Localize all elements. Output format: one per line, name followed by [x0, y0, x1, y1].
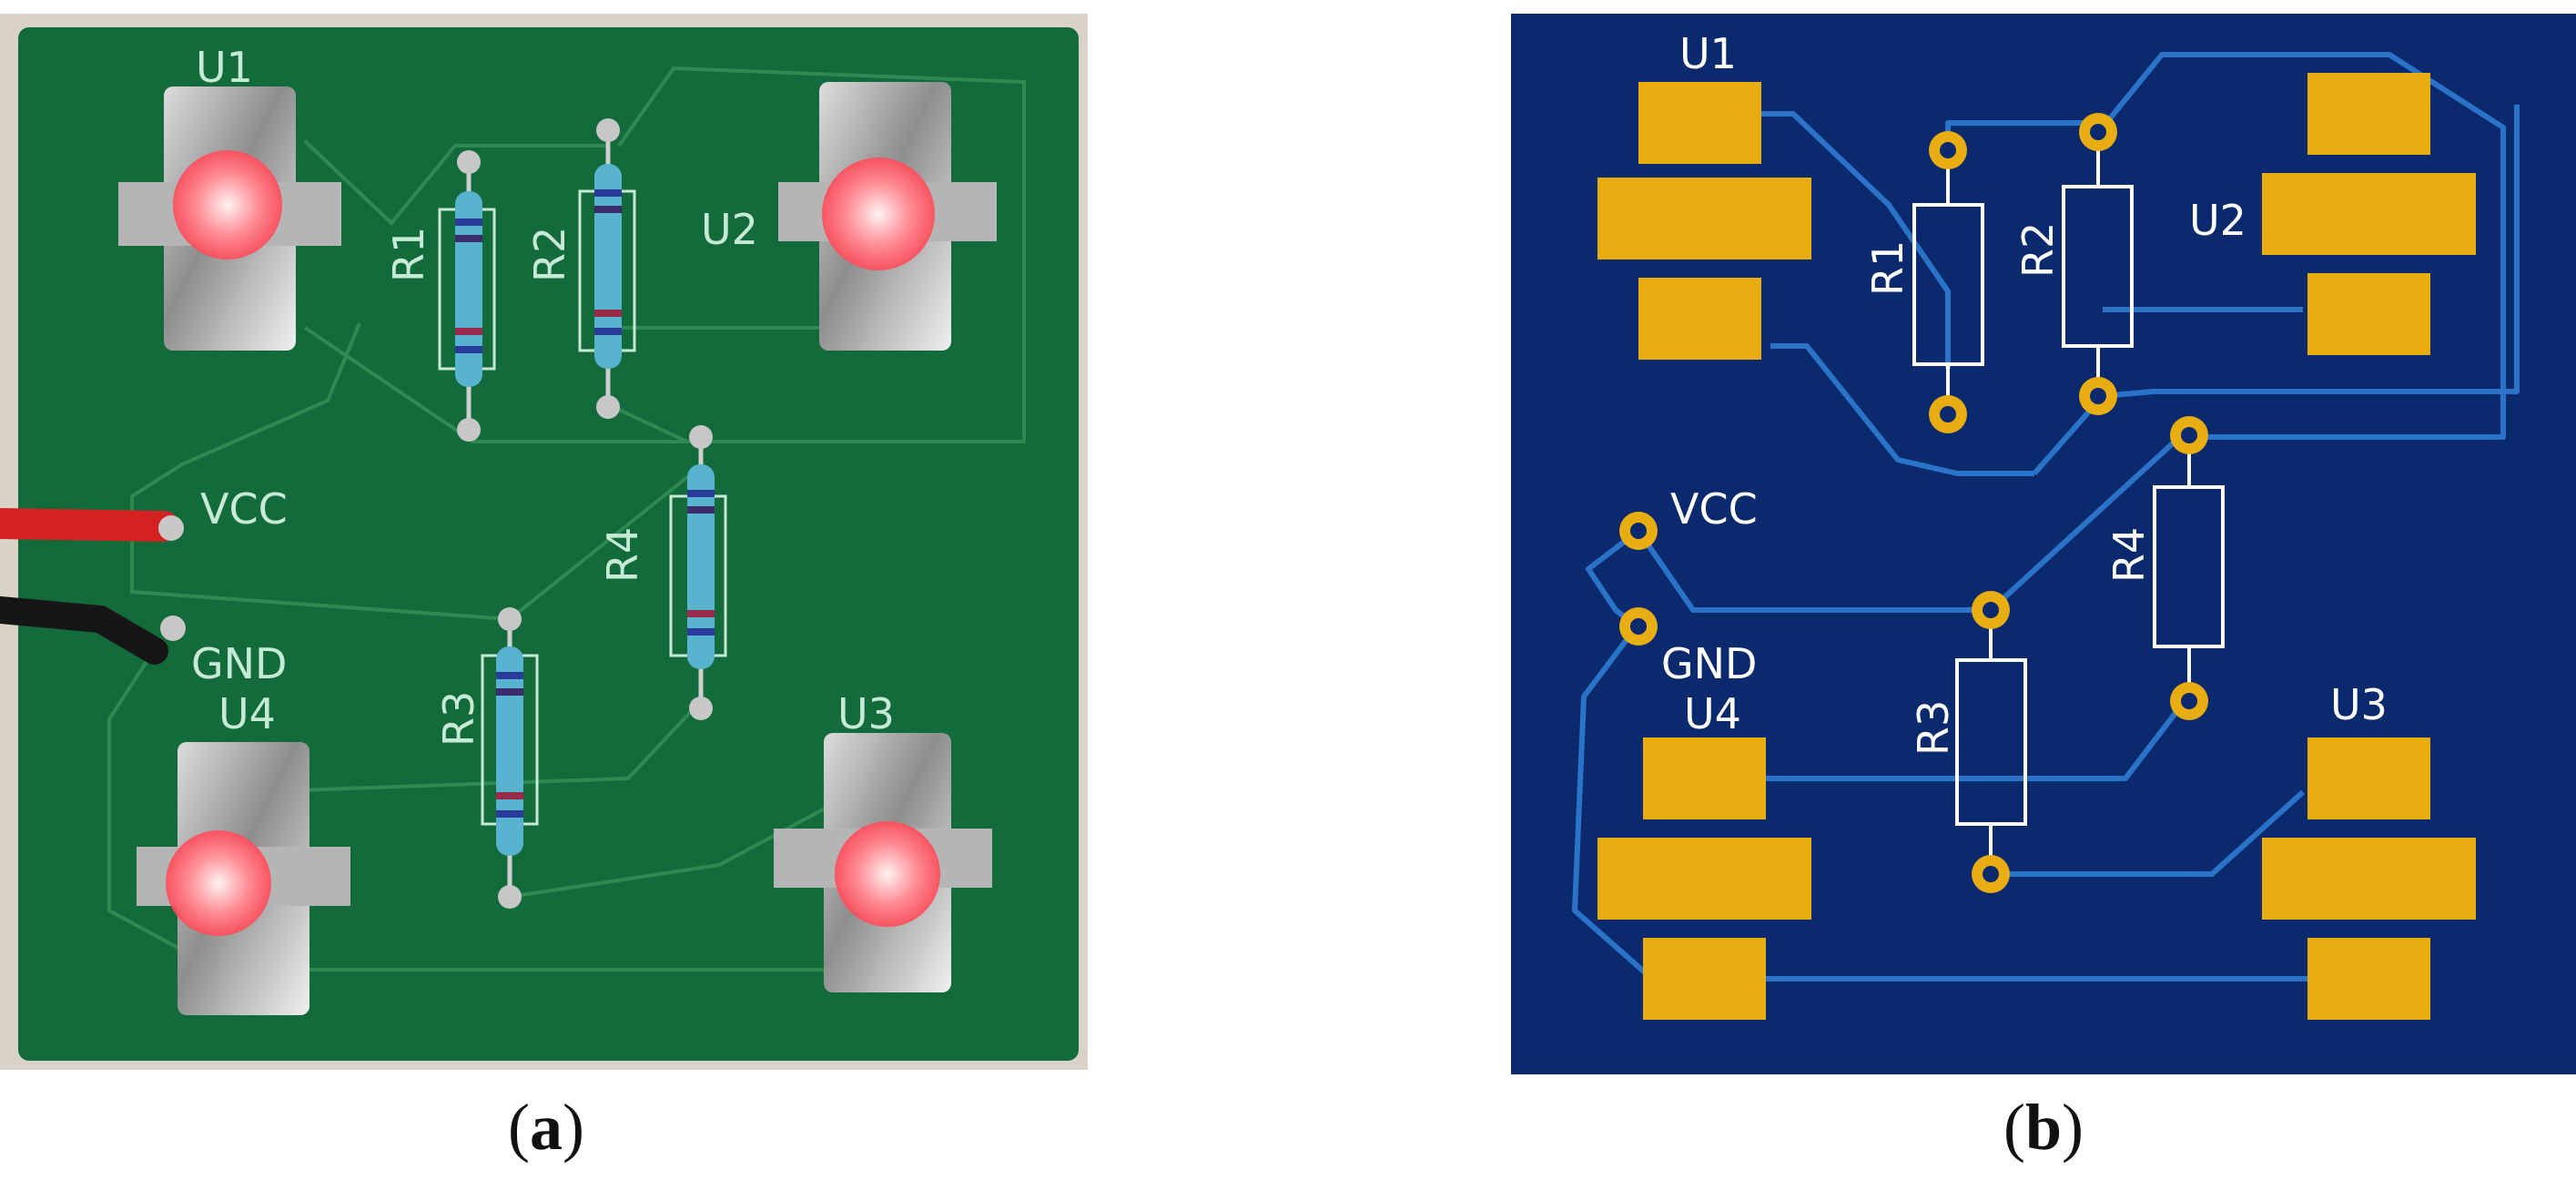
photo-resistor-r2 [594, 118, 622, 419]
photo-wire-vcc [0, 508, 179, 542]
layout-label-u3: U3 [2330, 680, 2388, 729]
trace-u1-r1 [1761, 111, 1951, 369]
photo-trace-r4-top [508, 472, 694, 621]
photo-traces [107, 66, 1026, 971]
photo-silkscreen: U1 U2 U3 U4 VCC GND R1 R2 R4 R3 [191, 43, 895, 747]
photo-wire-gnd [0, 596, 168, 665]
photo-label-u1: U1 [196, 43, 253, 92]
photo-led-u4 [137, 742, 350, 1015]
photo-resistor-r3 [496, 607, 523, 909]
footprint-u4 [1597, 738, 1811, 1020]
layout-resistor-outlines [1912, 132, 2225, 874]
caption-a: (a) [508, 1091, 584, 1164]
hole-r3-top [1972, 591, 2010, 629]
photo-trace-u1-r1 [303, 139, 605, 226]
panel-b-layout: U1 U2 U3 U4 VCC GND R1 R2 R4 R3 [1511, 14, 2576, 1074]
photo-label-r2: R2 [525, 227, 574, 282]
footprint-u2 [2262, 73, 2476, 355]
footprint-u3 [2262, 738, 2476, 1020]
photo-label-r4: R4 [598, 527, 647, 583]
panel-a-photo: U1 U2 U3 U4 VCC GND R1 R2 R4 R3 [0, 14, 1088, 1070]
layout-label-u1: U1 [1679, 29, 1737, 78]
hole-r1-top [1929, 131, 1967, 169]
photo-label-u2: U2 [701, 205, 758, 254]
layout-traces [1572, 52, 2520, 982]
hole-gnd [1619, 607, 1658, 646]
trace-u4-r4 [1761, 699, 2187, 781]
layout-pads [1597, 73, 2476, 1020]
photo-label-u4: U4 [218, 689, 276, 738]
photo-trace-r2-low [618, 408, 688, 443]
hole-vcc [1619, 512, 1658, 550]
layout-label-vcc: VCC [1670, 484, 1758, 534]
hole-r4-top [2170, 416, 2208, 454]
photo-label-r1: R1 [384, 227, 433, 282]
trace-r4-top [1988, 430, 2187, 613]
hole-r2-top [2079, 113, 2117, 151]
trace-u1-bottom [1770, 343, 2034, 476]
photo-resistor-r4 [687, 425, 715, 720]
layout-label-gnd: GND [1661, 639, 1757, 688]
layout-thru-holes [1619, 113, 2208, 893]
hole-r2-bottom [2079, 377, 2117, 415]
photo-resistor-r1 [455, 150, 482, 442]
photo-label-gnd: GND [191, 639, 287, 688]
caption-b: (b) [2003, 1091, 2084, 1164]
layout-label-r1: R1 [1863, 240, 1912, 296]
photo-label-vcc: VCC [200, 484, 288, 534]
photo-led-u1 [118, 86, 341, 351]
captions: (a) (b) [508, 1091, 2084, 1164]
footprint-u1 [1597, 82, 1811, 360]
hole-r1-bottom [1929, 395, 1967, 433]
photo-trace-u4-r4 [245, 699, 703, 794]
hole-r4-bottom [2170, 682, 2208, 720]
layout-label-r2: R2 [2013, 222, 2063, 278]
photo-led-u2 [778, 82, 997, 351]
photo-trace-u1-r2 [303, 66, 1026, 443]
photo-trace-r3-u3 [509, 790, 857, 899]
photo-led-u3 [774, 733, 992, 992]
layout-label-r3: R3 [1909, 700, 1958, 756]
hole-r3-bottom [1972, 855, 2010, 893]
trace-gnd [1572, 625, 2307, 982]
photo-resistors [455, 118, 715, 909]
photo-power-wires [0, 508, 186, 665]
layout-label-u4: U4 [1684, 689, 1741, 738]
layout-label-u2: U2 [2189, 196, 2246, 245]
trace-r3-u3 [1991, 789, 2306, 877]
trace-vcc [1636, 529, 1991, 613]
photo-trace-vcc [130, 322, 511, 621]
layout-silkscreen: U1 U2 U3 U4 VCC GND R1 R2 R4 R3 [1661, 29, 2388, 756]
layout-label-r4: R4 [2104, 527, 2154, 583]
trace-r2-low [2102, 105, 2520, 399]
photo-label-u3: U3 [837, 689, 895, 738]
trace-r2-right [2100, 52, 2506, 440]
photo-leds [118, 82, 997, 1015]
photo-label-r3: R3 [434, 691, 483, 747]
